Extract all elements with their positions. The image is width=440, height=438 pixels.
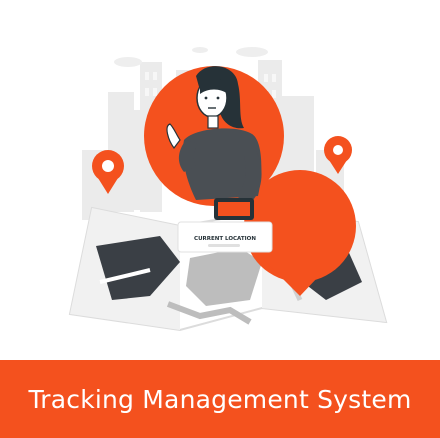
current-location-popup: CURRENT LOCATION	[177, 221, 273, 253]
cloud-icon	[114, 47, 268, 67]
banner-title: Tracking Management System	[28, 384, 412, 414]
title-banner: Tracking Management System	[0, 360, 440, 438]
tracking-illustration: CURRENT LOCATION	[68, 47, 388, 332]
popup-label: CURRENT LOCATION	[194, 236, 256, 242]
person-illustration	[166, 66, 262, 220]
small-pin-left-icon	[92, 150, 124, 194]
small-pin-right-icon	[324, 136, 352, 174]
